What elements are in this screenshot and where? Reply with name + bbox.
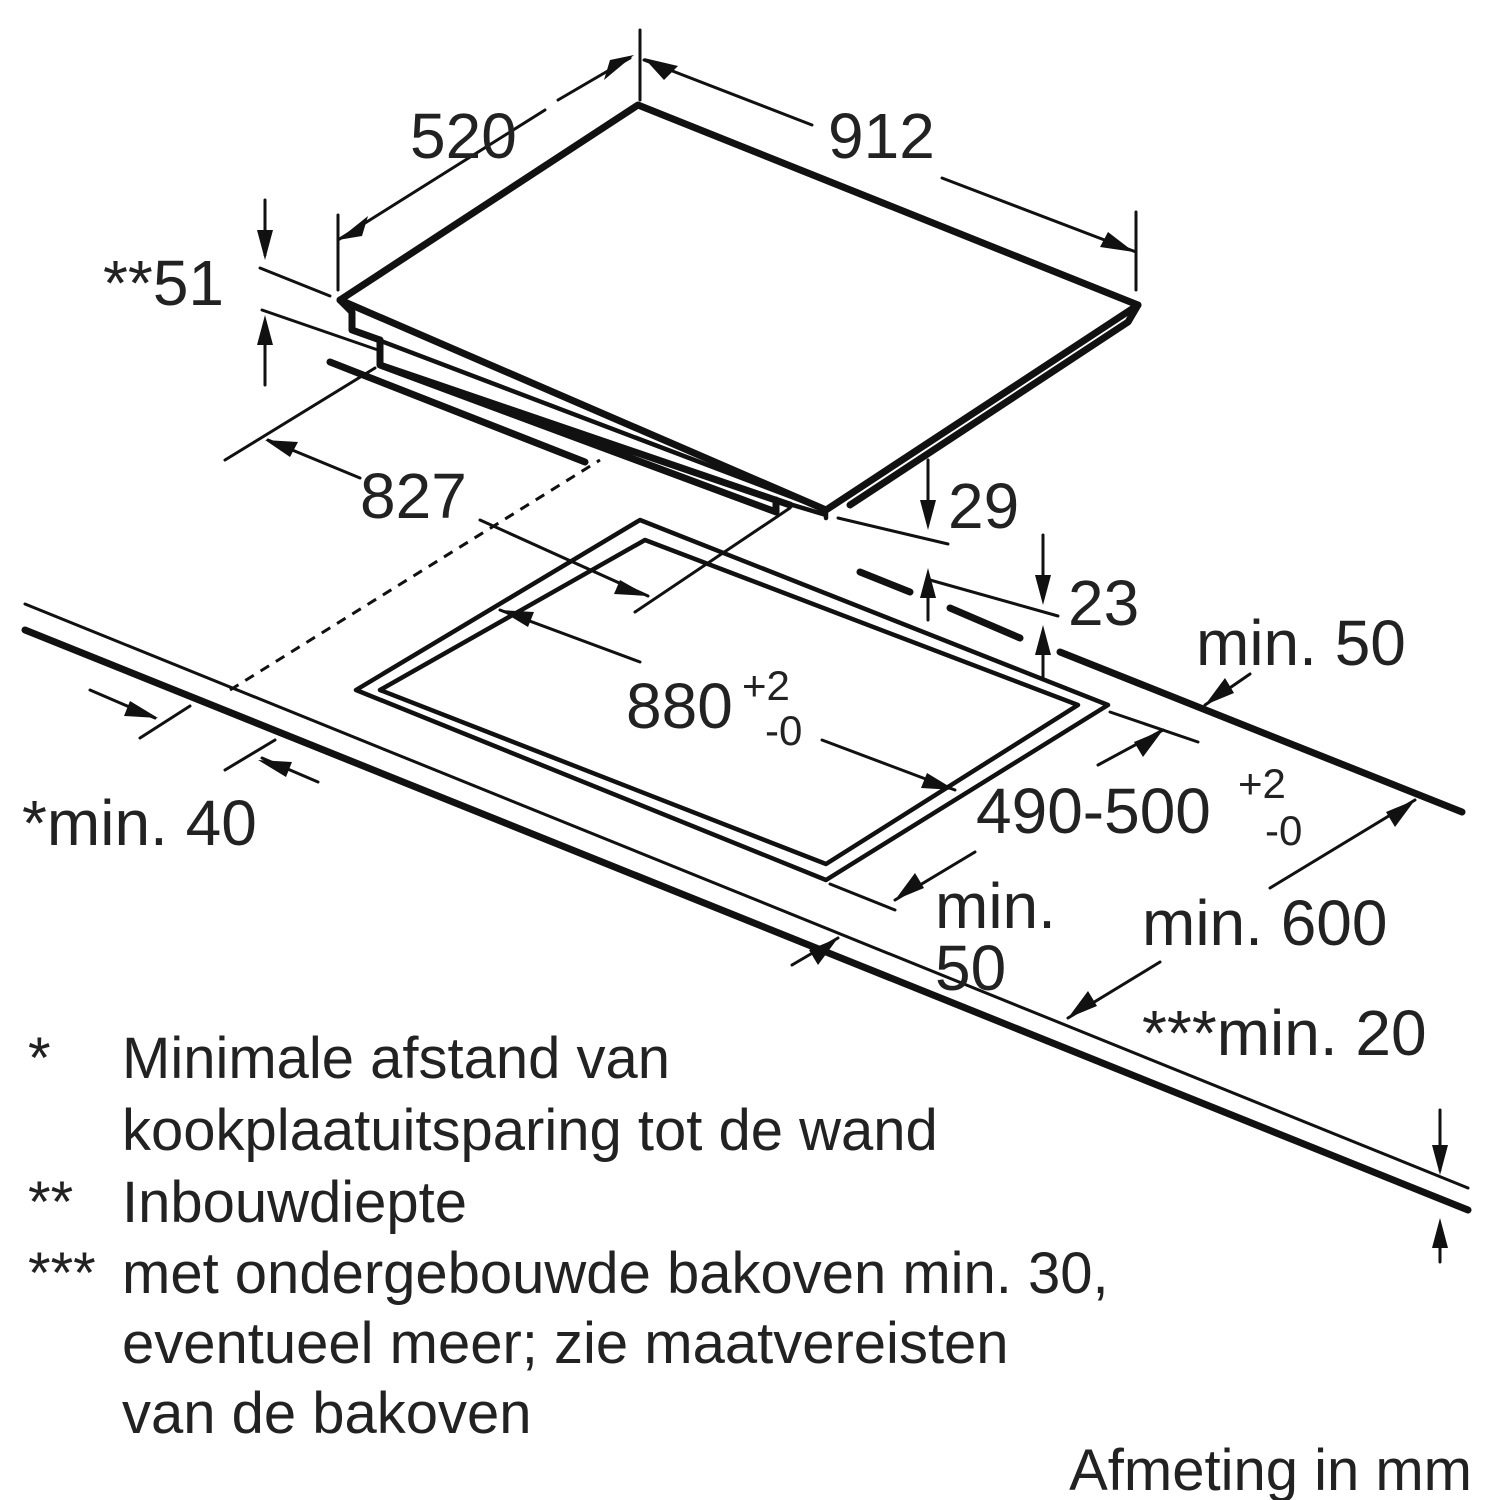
arrow-827-left bbox=[265, 440, 298, 457]
arrow-min20-top bbox=[1432, 1145, 1448, 1175]
arrow-29-top bbox=[920, 500, 936, 530]
dimension-lines bbox=[88, 28, 1448, 1264]
arrow-min40-left bbox=[124, 701, 158, 718]
label-827: 827 bbox=[360, 460, 467, 532]
wall-dashed-line bbox=[229, 458, 601, 692]
footnote-2-line-1: Inbouwdiepte bbox=[122, 1170, 467, 1235]
dimension-labels: 520 912 **51 827 29 23 min. 50 880 +2 -0… bbox=[22, 100, 1427, 1069]
label-23: 23 bbox=[1068, 567, 1139, 639]
label-880: 880 bbox=[626, 670, 733, 742]
label-min600: min. 600 bbox=[1142, 887, 1387, 959]
cutout-inner bbox=[377, 537, 1081, 867]
label-490-tol-plus: +2 bbox=[1238, 760, 1286, 807]
label-min40: *min. 40 bbox=[22, 787, 257, 859]
cooktop-housing bbox=[376, 336, 794, 516]
cooktop-housing-front bbox=[349, 327, 829, 521]
label-912: 912 bbox=[828, 100, 935, 172]
worktop-front-edge bbox=[21, 626, 1472, 1214]
arrow-912-left bbox=[644, 58, 678, 80]
arrow-880-right bbox=[921, 773, 955, 790]
cooktop bbox=[326, 101, 1142, 521]
label-29: 29 bbox=[948, 470, 1019, 542]
arrow-520-right bbox=[604, 55, 634, 80]
arrow-min50-right bbox=[1205, 678, 1234, 705]
footnote-2-mark: ** bbox=[28, 1170, 73, 1235]
arrow-520-left bbox=[338, 216, 368, 240]
label-min50-front-b: 50 bbox=[935, 932, 1006, 1004]
arrow-min40-right bbox=[258, 760, 292, 777]
label-520: 520 bbox=[410, 100, 517, 172]
arrow-29-bottom bbox=[920, 568, 936, 598]
footnote-3-line-3: van de bakoven bbox=[122, 1381, 532, 1446]
label-51: **51 bbox=[103, 247, 224, 319]
arrow-827-right bbox=[614, 580, 648, 596]
label-490-tol-minus: -0 bbox=[1265, 807, 1302, 854]
worktop-cutout bbox=[353, 517, 1111, 883]
cutout-outer bbox=[353, 517, 1111, 883]
arrow-min20-bottom bbox=[1432, 1218, 1448, 1248]
arrow-490-bottom bbox=[895, 873, 924, 900]
footnote-1-line-1: Minimale afstand van bbox=[122, 1026, 670, 1091]
arrow-23-top bbox=[1035, 575, 1051, 605]
arrow-23-bottom bbox=[1035, 625, 1051, 655]
arrow-490-top bbox=[1134, 730, 1163, 757]
label-490-500: 490-500 bbox=[976, 775, 1211, 847]
worktop-back-edge bbox=[1056, 648, 1466, 816]
footnote-1-mark: * bbox=[28, 1026, 51, 1091]
worktop-front-edge-top bbox=[23, 602, 1470, 1190]
footnote-3-line-1: met ondergebouwde bakoven min. 30, bbox=[122, 1241, 1109, 1306]
label-880-tol-minus: -0 bbox=[765, 707, 802, 754]
unit-note: Afmeting in mm bbox=[1069, 1438, 1472, 1500]
cooktop-underside-line bbox=[326, 358, 589, 466]
arrow-min600-bottom bbox=[1068, 991, 1097, 1018]
arrow-51-top bbox=[257, 230, 273, 260]
arrow-912-right bbox=[1100, 232, 1134, 252]
label-880-tol-plus: +2 bbox=[742, 662, 790, 709]
arrow-min600-top bbox=[1386, 800, 1415, 827]
footnotes: * Minimale afstand van kookplaatuitspari… bbox=[28, 1026, 1472, 1500]
arrow-880-left bbox=[500, 610, 534, 627]
arrow-51-bottom bbox=[257, 315, 273, 345]
label-min50-front-a: min. bbox=[935, 870, 1056, 942]
label-min50-right: min. 50 bbox=[1196, 607, 1406, 679]
label-min20: ***min. 20 bbox=[1142, 997, 1427, 1069]
footnote-1-line-2: kookplaatuitsparing tot de wand bbox=[122, 1098, 938, 1163]
arrow-min50-front bbox=[809, 938, 838, 965]
footnote-3-mark: *** bbox=[28, 1241, 96, 1306]
worktop bbox=[21, 458, 1472, 1214]
footnote-3-line-2: eventueel meer; zie maatvereisten bbox=[122, 1311, 1009, 1376]
worktop-back-edge-seg bbox=[856, 568, 1024, 642]
